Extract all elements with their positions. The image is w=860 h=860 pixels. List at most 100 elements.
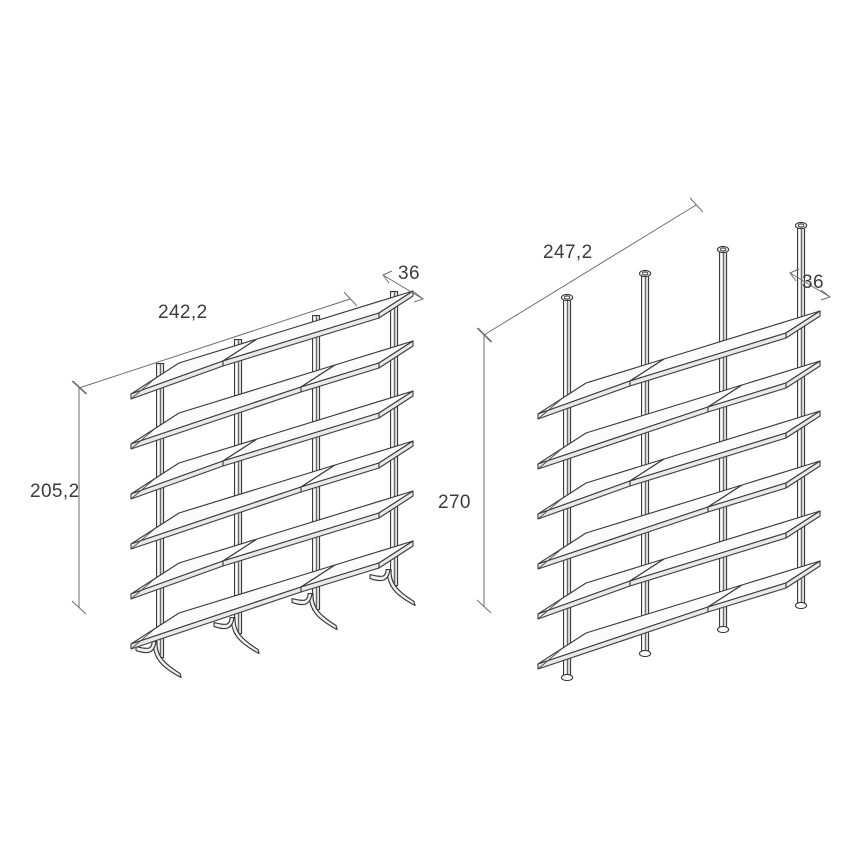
right-shelf-side-edge-9	[785, 360, 821, 389]
right-pole-cap-top-inner-2	[719, 247, 727, 252]
right-post-highlight-1	[642, 274, 645, 653]
left-shelf-nose-2	[130, 528, 156, 550]
right-post-shadow-2	[723, 250, 726, 629]
right-shelves	[537, 310, 821, 670]
right-pole-foot-disc-2	[716, 625, 730, 634]
left-shelf-underline-1	[300, 567, 380, 593]
right-pole-cap-top-inner-3	[797, 223, 805, 228]
right-shelf-nose-3	[537, 498, 563, 520]
left-unit-structure	[130, 290, 416, 679]
right-shelf-front-edge-3	[629, 532, 787, 587]
left-post-shadow-1	[238, 340, 241, 633]
left-shelf-underline-3	[222, 517, 380, 567]
left-shelf-nose-5	[130, 378, 156, 400]
left-shelf-underline-6	[130, 465, 224, 500]
right-shelf-underline-8	[537, 411, 709, 470]
left-foot-front-3	[386, 568, 416, 607]
left-shelf-front-edge-11	[222, 312, 380, 367]
left-shelf-underline-0	[130, 591, 302, 650]
left-foot-back-3	[369, 568, 391, 582]
right-post-shadow-0	[567, 298, 570, 677]
right-depth-dimension-line	[789, 272, 831, 298]
left-post-shadow-3	[394, 292, 397, 585]
right-shelf-underline-5	[707, 487, 787, 513]
left-shelf-side-edge-7	[378, 390, 414, 419]
left-shelf-side-edge-11	[378, 290, 414, 319]
right-shelf-underline-7	[629, 437, 787, 487]
right-post-highlight-3	[798, 226, 801, 605]
right-left-edge-profile	[537, 398, 563, 670]
left-post-shadow-2	[316, 316, 319, 609]
right-shelf-nose-4	[537, 448, 563, 470]
left-height-label: 205,2	[30, 481, 80, 502]
left-foot-back-2	[291, 592, 313, 606]
right-shelf-underline-0	[537, 611, 709, 670]
left-post-shadow-0	[160, 364, 163, 657]
left-post-highlight-1	[235, 340, 238, 633]
right-depth-arrow-end	[820, 289, 832, 301]
right-unit-dimension-labels: 247,2 270 36	[438, 242, 824, 513]
left-height-tick-top	[71, 380, 87, 395]
right-shelf-underline-9	[707, 387, 787, 413]
left-shelf-nose-4	[130, 428, 156, 450]
right-height-label: 270	[438, 492, 471, 513]
left-foot-front-2	[308, 592, 338, 631]
left-shelf-underline-5	[300, 467, 380, 493]
left-shelf-side-edge-3	[378, 490, 414, 519]
left-shelf-underline-7	[222, 417, 380, 467]
right-post-highlight-2	[720, 250, 723, 629]
right-width-label: 247,2	[543, 242, 593, 263]
left-depth-dimension-line	[382, 274, 424, 300]
right-pole-foot-disc-1	[638, 649, 652, 658]
right-shelf-underline-4	[537, 511, 709, 570]
left-width-label: 242,2	[158, 302, 208, 323]
right-shelf-front-edge-7	[629, 432, 787, 487]
right-shelf-front-edge-11	[629, 332, 787, 387]
left-shelf-side-edge-1	[378, 540, 414, 569]
right-shelf-side-edge-5	[785, 460, 821, 489]
right-unit-dimensions	[476, 197, 832, 614]
right-unit-structure	[537, 221, 821, 682]
right-width-dimension-line	[483, 204, 697, 336]
left-shelf-side-edge-9	[378, 340, 414, 369]
left-shelf-underline-4	[130, 491, 302, 550]
left-shelf-front-edge-7	[222, 412, 380, 467]
left-left-edge-profile	[130, 378, 156, 650]
right-pole-cap-top-inner-0	[563, 295, 571, 300]
left-width-tick-end	[343, 291, 358, 307]
left-shelf-front-edge-3	[222, 512, 380, 567]
left-depth-arrow-end	[413, 291, 425, 303]
right-shelf-nose-1	[537, 598, 563, 620]
left-foot-front-0	[152, 640, 182, 679]
left-post-highlight-0	[157, 364, 160, 657]
left-foot-back-1	[213, 616, 235, 630]
left-shelf-underline-9	[300, 367, 380, 393]
right-pole-cap-top-inner-1	[641, 271, 649, 276]
left-depth-label: 36	[398, 263, 420, 284]
left-shelf-side-edge-5	[378, 440, 414, 469]
right-shelf-nose-0	[537, 648, 563, 670]
right-shelf-side-edge-11	[785, 310, 821, 339]
right-shelf-underline-6	[537, 485, 631, 520]
right-shelf-nose-5	[537, 398, 563, 420]
left-post-highlight-2	[313, 316, 316, 609]
left-post-highlight-3	[391, 292, 394, 585]
left-height-tick-bottom	[71, 600, 87, 615]
left-foot-front-1	[230, 616, 260, 655]
left-width-tick-start	[72, 380, 88, 395]
right-shelf-underline-10	[537, 385, 631, 420]
left-shelf-underline-10	[130, 365, 224, 400]
left-shelf-underline-11	[222, 317, 380, 367]
left-width-dimension-line	[78, 298, 351, 389]
left-shelf-underline-8	[130, 391, 302, 450]
right-width-tick-start	[477, 327, 493, 343]
right-post-highlight-0	[564, 298, 567, 677]
left-depth-arrow-start	[382, 270, 393, 284]
right-shelf-underline-2	[537, 585, 631, 620]
right-depth-arrow-start	[789, 268, 800, 282]
right-shelf-side-edge-3	[785, 510, 821, 539]
right-shelf-underline-3	[629, 537, 787, 587]
right-height-tick-bottom	[476, 599, 492, 614]
left-shelf-underline-2	[130, 565, 224, 600]
